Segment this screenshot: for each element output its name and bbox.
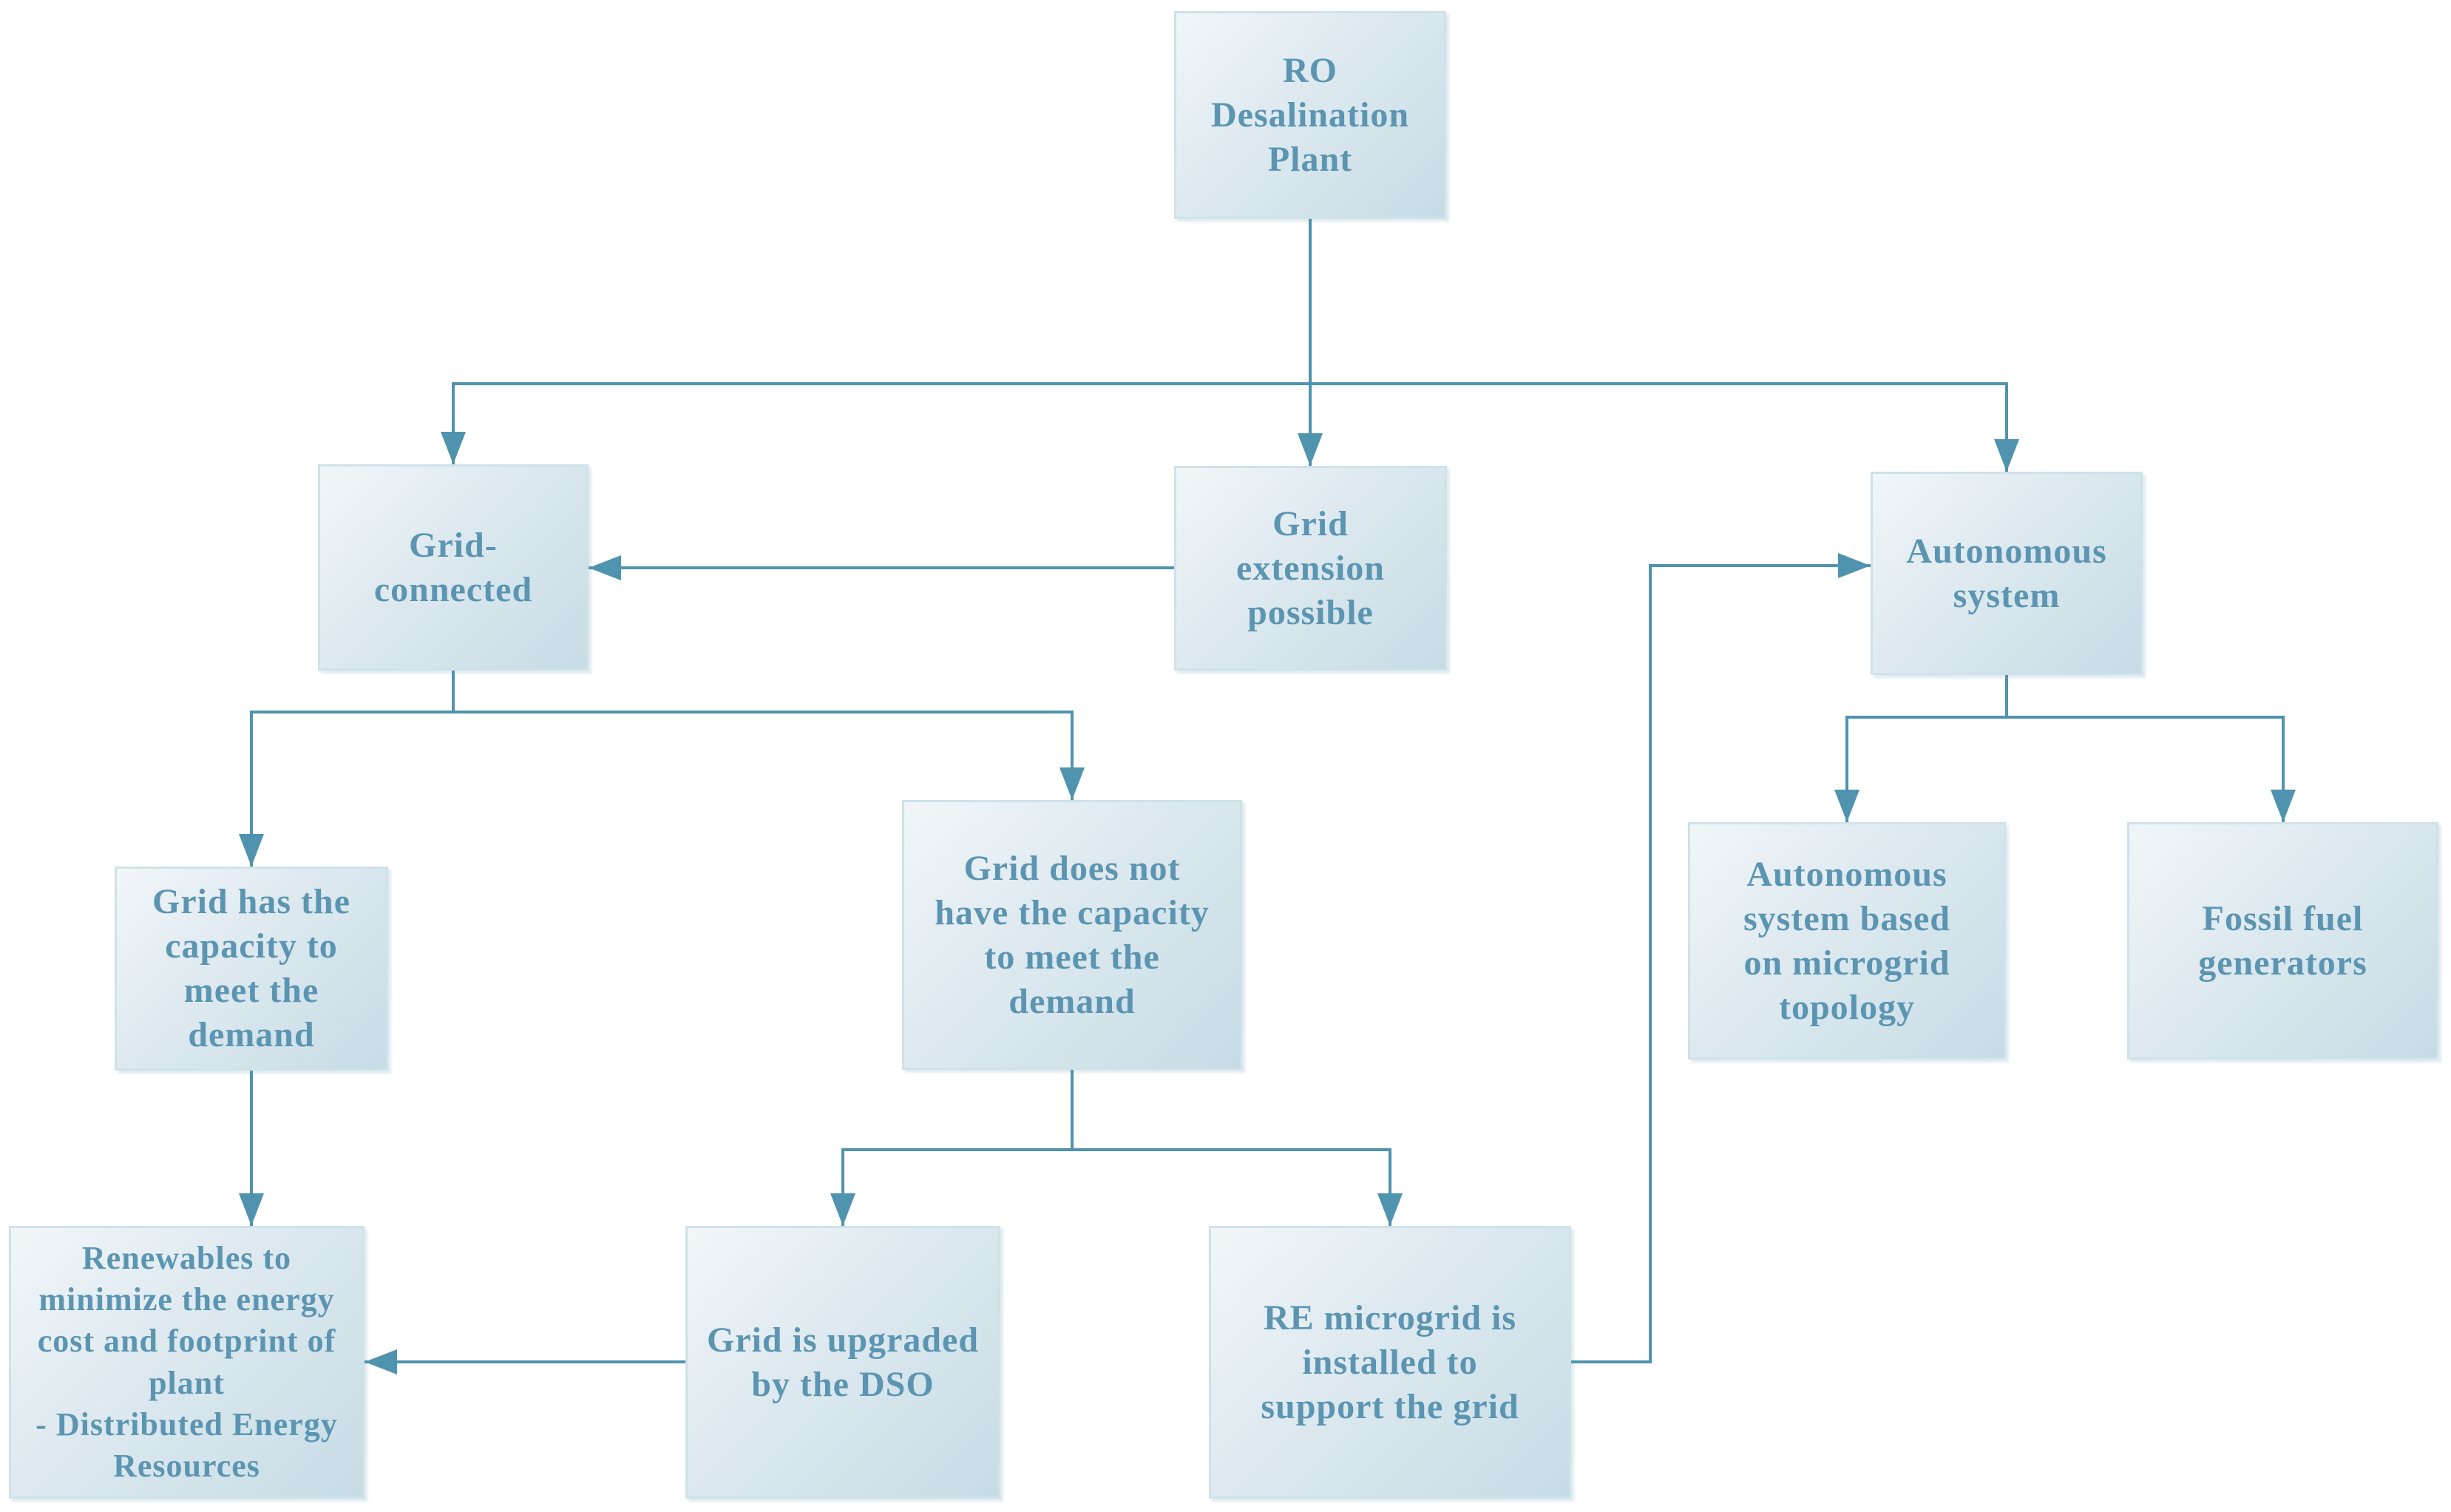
- node-grid-connected: Grid- connected: [318, 464, 589, 671]
- node-label: Grid has the capacity to meet the demand: [152, 882, 351, 1054]
- arrowhead-icon: [830, 1193, 855, 1226]
- node-label: Grid does not have the capacity to meet …: [935, 848, 1210, 1021]
- node-grid-no-capacity: Grid does not have the capacity to meet …: [902, 800, 1242, 1070]
- connector-line: [250, 671, 455, 867]
- arrowhead-icon: [1298, 433, 1323, 466]
- arrowhead-icon: [1060, 767, 1085, 800]
- connector-line: [1845, 675, 2008, 822]
- arrowhead-icon: [1838, 553, 1871, 578]
- node-renewables-der: Renewables to minimize the energy cost a…: [9, 1226, 365, 1499]
- arrowhead-icon: [1377, 1193, 1403, 1226]
- node-label: Fossil fuel generators: [2198, 898, 2367, 983]
- node-autonomous-microgrid-topology: Autonomous system based on microgrid top…: [1688, 822, 2006, 1060]
- node-re-microgrid-support: RE microgrid is installed to support the…: [1209, 1226, 1571, 1499]
- node-label: Grid is upgraded by the DSO: [706, 1320, 980, 1404]
- arrowhead-icon: [239, 1193, 264, 1226]
- connector-line: [1071, 1070, 1391, 1226]
- node-grid-extension-possible: Grid extension possible: [1174, 466, 1447, 671]
- arrowhead-icon: [441, 432, 466, 464]
- arrowhead-icon: [589, 555, 621, 580]
- node-label: Autonomous system based on microgrid top…: [1743, 854, 1950, 1027]
- node-ro-desalination-plant: RO Desalination Plant: [1174, 11, 1446, 219]
- node-label: Grid- connected: [373, 525, 533, 609]
- connector-line: [452, 671, 1074, 800]
- connector-line: [452, 219, 1312, 464]
- connector-line: [2005, 675, 2285, 822]
- arrowhead-icon: [1994, 439, 2019, 472]
- arrowhead-icon: [239, 834, 264, 867]
- node-label: Renewables to minimize the energy cost a…: [35, 1239, 338, 1485]
- node-autonomous-system: Autonomous system: [1871, 472, 2143, 675]
- node-fossil-fuel-generators: Fossil fuel generators: [2127, 822, 2438, 1060]
- node-grid-upgraded-by-dso: Grid is upgraded by the DSO: [685, 1226, 1000, 1499]
- node-label: RE microgrid is installed to support the…: [1261, 1298, 1519, 1426]
- connector-line: [841, 1070, 1074, 1226]
- node-grid-has-capacity: Grid has the capacity to meet the demand: [115, 867, 388, 1071]
- node-label: Autonomous system: [1906, 531, 2107, 615]
- node-label: Grid extension possible: [1236, 504, 1385, 632]
- arrowhead-icon: [2271, 790, 2296, 822]
- arrowhead-icon: [365, 1349, 397, 1374]
- node-label: RO Desalination Plant: [1210, 50, 1410, 179]
- connector-line: [1309, 219, 2008, 472]
- arrowhead-icon: [1834, 790, 1860, 822]
